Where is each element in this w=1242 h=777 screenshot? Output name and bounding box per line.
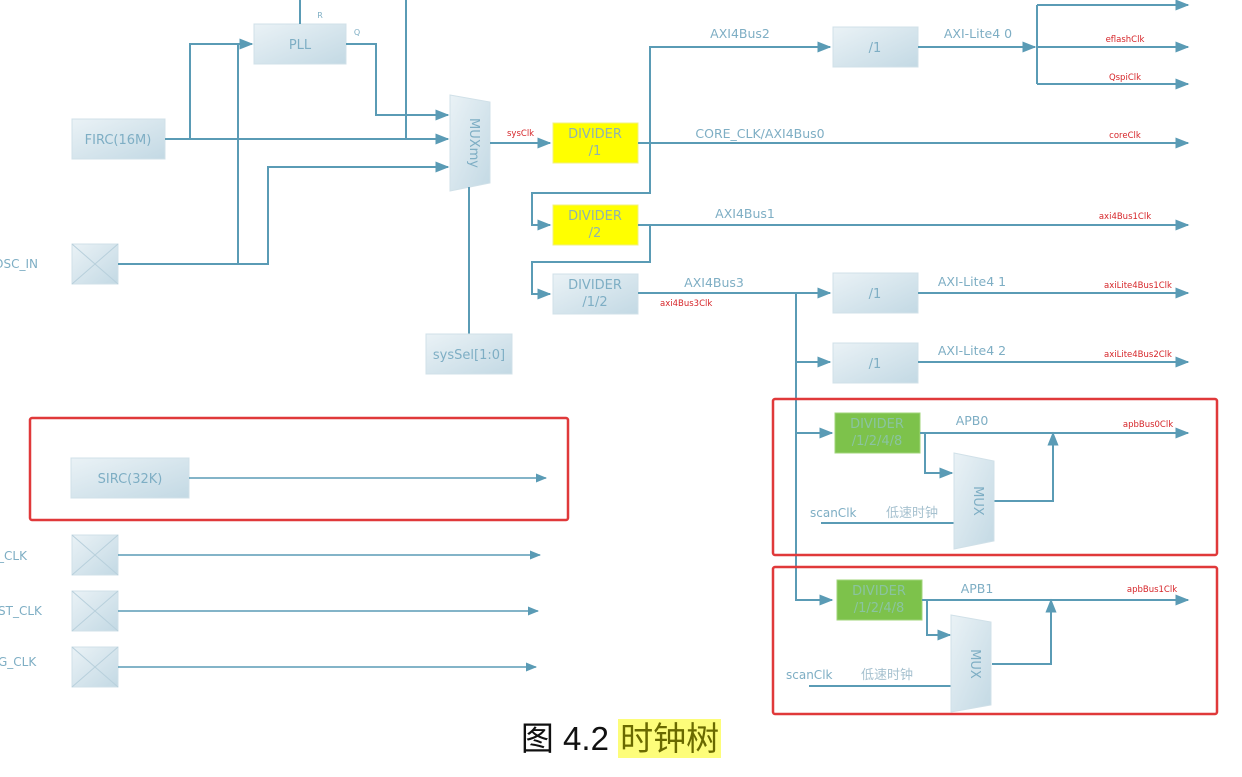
svg-text:/1/2/4/8: /1/2/4/8 [854, 601, 905, 616]
svg-text:/1/2/4/8: /1/2/4/8 [852, 434, 903, 449]
svg-text:DIVIDER: DIVIDER [568, 209, 622, 224]
apb0-label: APB0 [956, 413, 989, 428]
apb0-mux: MUX [953, 452, 995, 550]
pll-pin-q: Q [354, 28, 360, 37]
divider-2: DIVIDER /2 [552, 204, 639, 246]
svg-text:/1: /1 [869, 357, 882, 372]
sirc-block: SIRC(32K) [70, 457, 190, 499]
osc-in-pad [71, 243, 119, 285]
apb1-mux-out-wire [992, 598, 1057, 665]
pll-pin-r: R [317, 11, 323, 20]
core-bus-label: CORE_CLK/AXI4Bus0 [695, 126, 824, 141]
apb1-low-speed-label: 低速时钟 [861, 667, 913, 683]
div12-feed-wire [531, 225, 651, 300]
ext-clk-label-2: ST_CLK [0, 604, 43, 618]
lite1-clk-label: axiLite4Bus1Clk [1104, 281, 1172, 291]
lite2-clk-label: axiLite4Bus2Clk [1104, 350, 1172, 360]
firc-block: FIRC(16M) [71, 118, 166, 160]
svg-text:MUX: MUX [970, 486, 985, 516]
apb0-divider: DIVIDER /1/2/4/8 [834, 412, 921, 454]
divider-1-2: DIVIDER /1/2 [552, 273, 639, 315]
apb1-label: APB1 [961, 581, 994, 596]
apb0-scan-label: scanClk [810, 506, 857, 520]
svg-text:DIVIDER: DIVIDER [568, 127, 622, 142]
eflash-clk-label: eflashClk [1106, 35, 1145, 45]
firc-label: FIRC(16M) [85, 133, 152, 148]
axi4bus2-wire [649, 41, 832, 143]
axi4bus1-clk-label: axi4Bus1Clk [1099, 212, 1151, 222]
sysclk-label: sysClk [507, 129, 534, 139]
apb0-highlight-box [771, 397, 1219, 557]
osc-to-mux-wire [118, 161, 450, 265]
axi4bus3-clk-label: axi4Bus3Clk [660, 299, 712, 309]
apb1-highlight-box [771, 565, 1219, 716]
ext-clk-pad-2 [71, 590, 119, 632]
svg-text:/1: /1 [869, 41, 882, 56]
figure-caption: 图 4.2 时钟树 [0, 712, 1242, 760]
pll-block: PLL [253, 23, 347, 65]
firc-to-pll-wire [189, 38, 254, 139]
osc-in-label: OSC_IN [0, 257, 38, 271]
divider-1: DIVIDER /1 [552, 122, 639, 164]
svg-text:DIVIDER: DIVIDER [852, 584, 906, 599]
apb1-div-to-mux-wire [926, 600, 952, 641]
pll-label: PLL [289, 38, 312, 53]
lite0-label: AXI-Lite4 0 [944, 26, 1012, 41]
apb0-div-to-mux-wire [924, 433, 954, 479]
svg-text:/1/2: /1/2 [582, 295, 607, 310]
ext-clk-pad-3 [71, 646, 119, 688]
sirc-label: SIRC(32K) [98, 472, 163, 487]
syssel-label: sysSel[1:0] [433, 348, 505, 363]
sirc-highlight-box [28, 416, 570, 522]
apb0-low-speed-label: 低速时钟 [886, 505, 938, 521]
apb1-scan-label: scanClk [786, 668, 833, 682]
svg-text:/1: /1 [869, 287, 882, 302]
svg-text:MUX: MUX [967, 649, 982, 679]
sys-mux: MUXmy [449, 94, 491, 192]
ext-clk-label-1: _CLK [0, 549, 28, 563]
div2-feed-wire [531, 143, 651, 231]
svg-text:DIVIDER: DIVIDER [568, 278, 622, 293]
sys-mux-label: MUXmy [466, 118, 481, 168]
lite1-label: AXI-Lite4 1 [938, 274, 1006, 289]
apb1-clk-label: apbBus1Clk [1127, 585, 1177, 595]
lite1-divider: /1 [832, 272, 919, 314]
apb0-clk-label: apbBus0Clk [1123, 420, 1173, 430]
core-clk-label: coreClk [1109, 131, 1141, 141]
caption-highlight: 时钟树 [618, 719, 722, 758]
pll-q-to-mux-wire [346, 43, 450, 121]
caption-prefix: 图 4.2 [520, 720, 609, 757]
ext-clk-pad-1 [71, 534, 119, 576]
axi4bus3-label: AXI4Bus3 [684, 275, 744, 290]
lite0-divider: /1 [832, 26, 919, 68]
apb0-mux-out-wire [994, 431, 1059, 502]
lite2-label: AXI-Lite4 2 [938, 343, 1006, 358]
axi4bus1-label: AXI4Bus1 [715, 206, 775, 221]
apb1-divider: DIVIDER /1/2/4/8 [836, 579, 923, 621]
apb1-mux: MUX [950, 614, 992, 713]
axi4bus3-trunk-wire [795, 293, 834, 606]
svg-text:DIVIDER: DIVIDER [850, 417, 904, 432]
svg-text:/1: /1 [589, 144, 602, 159]
svg-text:/2: /2 [589, 226, 602, 241]
axi4bus2-label: AXI4Bus2 [710, 26, 770, 41]
syssel-block: sysSel[1:0] [425, 333, 513, 375]
ext-clk-label-3: G_CLK [0, 655, 37, 669]
qspi-clk-label: QspiClk [1109, 73, 1141, 83]
lite2-divider: /1 [832, 342, 919, 384]
